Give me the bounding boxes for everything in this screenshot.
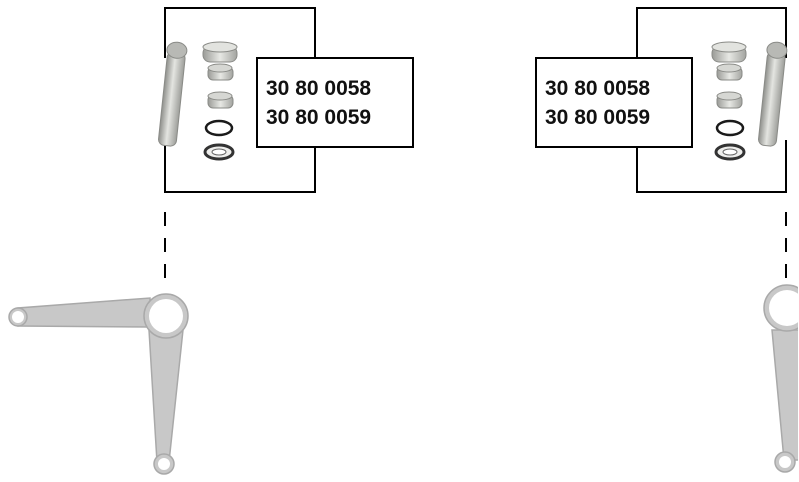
right-part-number-2: 30 80 0059 bbox=[545, 105, 651, 129]
right-part-number-box: 30 80 0058 30 80 0059 bbox=[535, 57, 693, 148]
right-bushing-cap-icon bbox=[711, 41, 747, 63]
left-kingpin-icon bbox=[158, 41, 188, 147]
left-seal-ring-icon bbox=[204, 119, 234, 137]
left-bushing-cap-icon bbox=[202, 41, 238, 63]
right-seal-ring-icon bbox=[715, 119, 745, 137]
right-bushing-icon bbox=[716, 91, 743, 109]
left-kit-bracket bbox=[164, 7, 316, 278]
left-bushing-icon bbox=[207, 63, 234, 81]
left-thrust-washer-icon bbox=[203, 143, 235, 161]
left-bushing-icon bbox=[207, 91, 234, 109]
right-kingpin-icon bbox=[758, 41, 788, 147]
right-part-number-1: 30 80 0058 bbox=[545, 76, 651, 100]
right-thrust-washer-icon bbox=[714, 143, 746, 161]
left-part-number-box: 30 80 0058 30 80 0059 bbox=[256, 57, 414, 148]
right-kit-bracket bbox=[636, 7, 787, 278]
left-steering-arm-icon bbox=[8, 293, 189, 475]
left-part-number-1: 30 80 0058 bbox=[266, 76, 372, 100]
right-steering-arm-icon bbox=[763, 280, 799, 477]
right-bushing-icon bbox=[716, 63, 743, 81]
left-part-number-2: 30 80 0059 bbox=[266, 105, 372, 129]
